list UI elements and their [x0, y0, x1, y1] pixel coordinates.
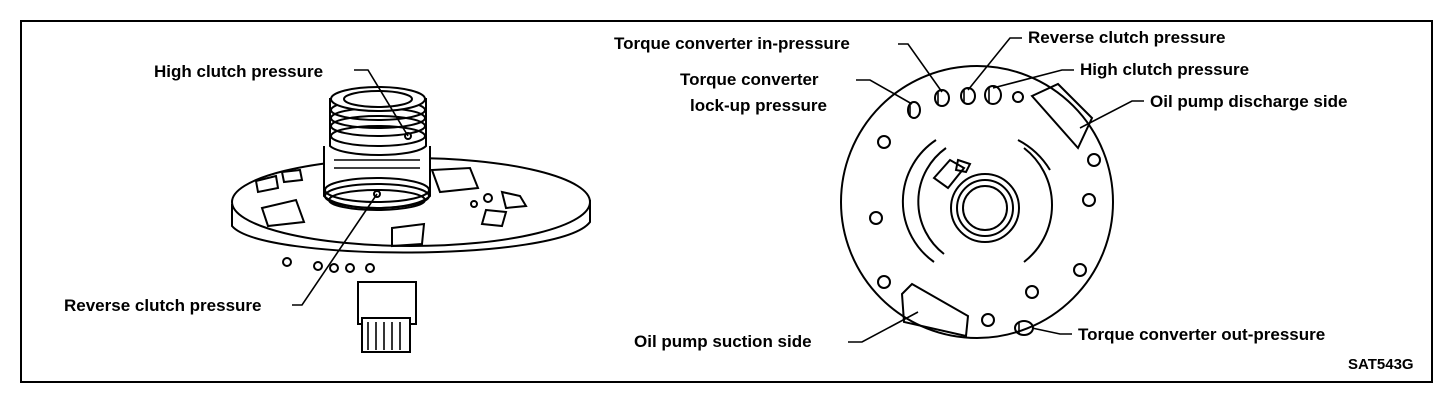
label-oil-pump-suction-side: Oil pump suction side — [634, 332, 812, 351]
label-reverse-clutch-pressure-left: Reverse clutch pressure — [64, 296, 262, 315]
label-torque-converter-lockup-line1: Torque converter — [680, 70, 819, 89]
shaft-spline — [361, 317, 411, 353]
oil-pump-suction-port — [900, 282, 970, 338]
figure-code: SAT543G — [1348, 356, 1414, 373]
rim-hole — [282, 257, 292, 267]
leader-reverse-clutch-right — [967, 37, 1022, 91]
disc-port — [480, 208, 508, 228]
rim-hole — [313, 261, 323, 271]
bolt-hole — [1087, 153, 1101, 167]
inner-port — [932, 158, 966, 190]
leader-high-clutch-right — [992, 69, 1074, 89]
disc-hole — [470, 200, 478, 208]
label-torque-converter-in-pressure: Torque converter in-pressure — [614, 34, 850, 53]
disc-port — [254, 174, 280, 194]
disc-port — [430, 166, 480, 194]
inner-arc-right — [1023, 147, 1053, 263]
bolt-hole — [869, 211, 883, 225]
oil-pump-discharge-port — [1030, 82, 1094, 150]
reverse-clutch-port — [373, 190, 381, 198]
bolt-hole — [877, 275, 891, 289]
center-bore — [962, 185, 1008, 231]
disc-port — [500, 190, 528, 210]
lockup-pressure-hole — [907, 101, 921, 119]
label-oil-pump-discharge-side: Oil pump discharge side — [1150, 92, 1347, 111]
bolt-hole — [1025, 285, 1039, 299]
leader-suction — [848, 311, 919, 343]
label-high-clutch-pressure-right: High clutch pressure — [1080, 60, 1249, 79]
center-hub-inner — [956, 179, 1014, 237]
leader-converter-in — [898, 43, 943, 93]
bolt-hole — [1012, 91, 1024, 103]
leader-converter-out — [1031, 327, 1072, 335]
disc-hole — [483, 193, 493, 203]
oil-pump-face-view — [840, 65, 1114, 339]
leader-reverse-clutch-left — [292, 193, 378, 306]
inner-port-small — [954, 158, 972, 174]
label-torque-converter-lockup-line2: lock-up pressure — [690, 96, 827, 115]
center-hub — [950, 173, 1020, 243]
oil-pump-cover-perspective — [231, 86, 591, 353]
label-torque-converter-out-pressure: Torque converter out-pressure — [1078, 325, 1325, 344]
hub-bore — [343, 90, 413, 108]
leader-high-clutch-left — [354, 69, 409, 137]
rim-hole — [365, 263, 375, 273]
bolt-hole — [1073, 263, 1087, 277]
disc-port — [280, 168, 304, 184]
disc-port — [391, 222, 426, 248]
converter-in-pressure-hole — [934, 89, 950, 107]
figure-frame — [20, 20, 1433, 383]
leader-lockup — [856, 79, 913, 105]
inner-arc-left-outer — [901, 139, 937, 263]
bolt-hole — [1082, 193, 1096, 207]
rim-hole — [329, 263, 339, 273]
label-high-clutch-pressure-left: High clutch pressure — [154, 62, 323, 81]
reverse-clutch-pressure-hole — [960, 87, 976, 105]
inner-arc-right-upper — [1017, 139, 1051, 171]
high-clutch-pressure-hole — [984, 85, 1002, 105]
inner-arc-left — [917, 147, 947, 255]
bolt-hole — [981, 313, 995, 327]
leader-discharge — [1079, 100, 1144, 129]
bolt-hole — [877, 135, 891, 149]
high-clutch-port — [404, 132, 412, 140]
label-reverse-clutch-pressure-right: Reverse clutch pressure — [1028, 28, 1226, 47]
rim-hole — [345, 263, 355, 273]
disc-port — [260, 198, 306, 228]
